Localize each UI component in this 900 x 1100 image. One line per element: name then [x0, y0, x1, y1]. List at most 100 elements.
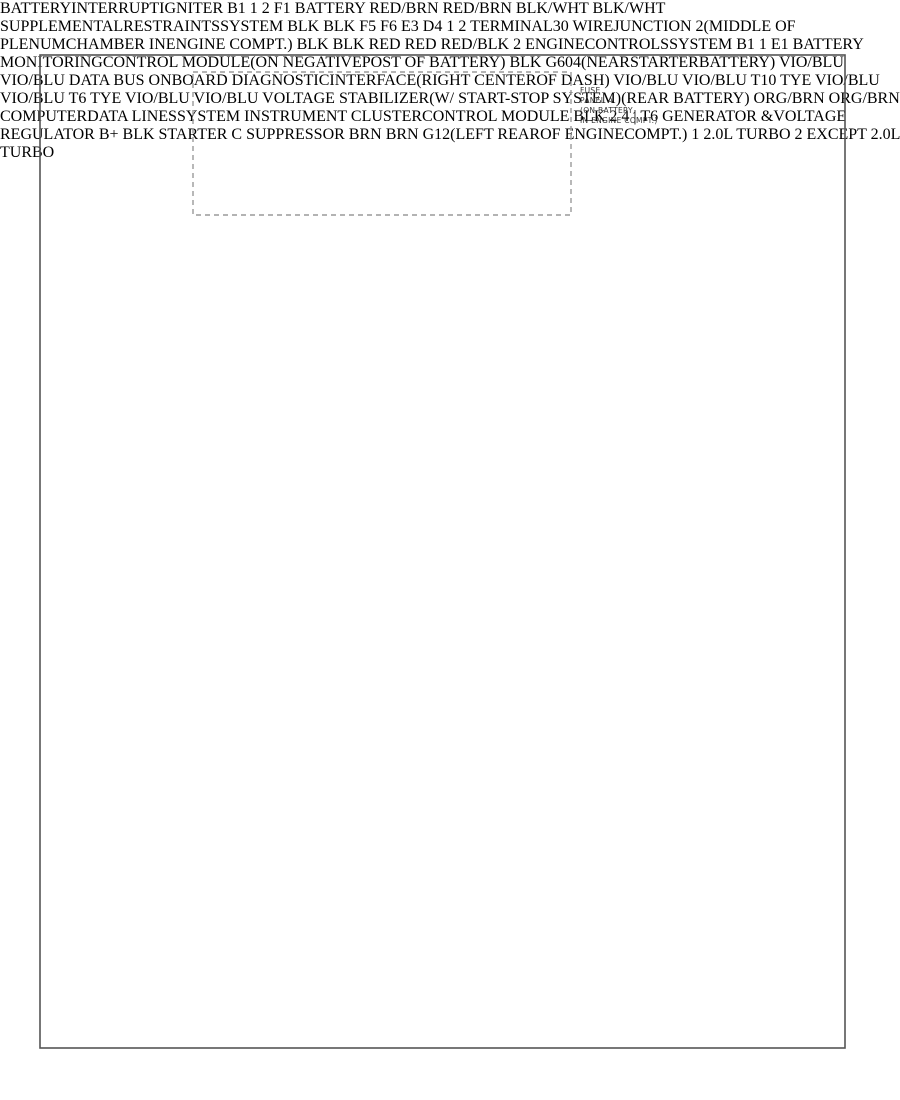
legend-1: 1 2.0L TURBO: [691, 126, 791, 143]
wire-label-blk-ground: BLK: [509, 54, 542, 71]
suppressor-label: SUPPRESSOR: [246, 126, 345, 143]
pin-tye-2: TYE: [90, 90, 122, 107]
wire-org-brn-1: ORG/BRN ORG/BRN COMPUTERDATA LINESSYSTEM…: [0, 90, 900, 161]
connector-2-symbol: 1 2 TERMINAL30 WIREJUNCTION 2(MIDDLE OF …: [0, 18, 900, 161]
wire-label-red-blk: RED/BLK: [440, 36, 510, 53]
battery-interrupt-label: BATTERYINTERRUPTIGNITER: [0, 0, 224, 17]
wire-blk-wht-2: BLK/WHT BLK/WHT SUPPLEMENTALRESTRAINTSSY…: [0, 0, 900, 161]
instrument-cluster-box: ORG/BRN ORG/BRN COMPUTERDATA LINESSYSTEM…: [0, 90, 900, 161]
interrupt-igniter-box: BATTERYINTERRUPTIGNITER B1 1 2 F1 BATTER…: [0, 0, 900, 161]
diagram-frame: [39, 54, 846, 1049]
wire-label-blk-gen: BLK: [573, 108, 606, 125]
wire-label-vio-blu-gen-3: VIO/BLU: [193, 90, 259, 107]
g604-label: G604(NEARSTARTERBATTERY): [545, 54, 776, 71]
data-bus-box: DATA BUS ONBOARD DIAGNOSTICINTERFACE(RIG…: [0, 72, 900, 161]
arrow-data-2: ORG/BRN ORG/BRN COMPUTERDATA LINESSYSTEM…: [0, 90, 900, 161]
wire-label-vio-blu-branch: VIO/BLU: [814, 72, 880, 89]
wire-label-blk-starter: BLK: [122, 126, 155, 143]
pin-b1: B1: [227, 0, 246, 17]
wire-vio-blu-bus: VIO/BLU VIO/BLU T10 TYE VIO/BLU VIO/BLU …: [0, 72, 900, 161]
wire-label-red-bottom: RED: [404, 36, 437, 53]
wire-blk-ground: BLK G604(NEARSTARTERBATTERY) VIO/BLU VIO…: [0, 54, 900, 161]
wire-label-vio-blu-bus-left: VIO/BLU: [613, 72, 679, 89]
wire-label-red-top: RED: [368, 36, 401, 53]
pin-f6: F6: [380, 18, 398, 35]
pin-gen-tye: 4 | T6: [621, 108, 659, 125]
supplemental-restraints-label: SUPPLEMENTALRESTRAINTSSYSTEM: [0, 18, 284, 35]
wire-label-blk-junction: BLK: [296, 36, 329, 53]
wire-blk-starter: BLK BLK RED RED RED/BLK 2 ENGINECONTROLS…: [0, 36, 900, 161]
wire-label-vio-blu-vert: VIO/BLU: [0, 72, 65, 89]
instrument-cluster-label: INSTRUMENT CLUSTERCONTROL MODULE: [244, 108, 570, 125]
wire-label-brn-2: BRN: [385, 126, 419, 143]
wire-label-red-brn: RED/BRN: [369, 0, 439, 17]
restraints-bracket: SUPPLEMENTALRESTRAINTSSYSTEM BLK BLK F5 …: [0, 18, 900, 161]
pin-t-2: 2: [458, 18, 467, 35]
data-bus-label: DATA BUS ONBOARD DIAGNOSTICINTERFACE(RIG…: [68, 72, 610, 89]
pin-t-1: 1: [446, 18, 455, 35]
wire-label-red-brn-2: RED/BRN: [442, 0, 512, 17]
wire-red-brn: RED/BRN RED/BRN BLK/WHT BLK/WHT SUPPLEME…: [0, 0, 900, 161]
wire-label-vio-blu-module: VIO/BLU: [778, 54, 844, 71]
generator-symbol: BLK 2 4 | T6 GENERATOR &VOLTAGE REGULATO…: [0, 108, 900, 161]
wire-label-org-brn-2: ORG/BRN: [828, 90, 900, 107]
pin-2: 2: [261, 0, 270, 17]
battery-pos-wire: BATTERY RED/BRN RED/BRN BLK/WHT BLK/WHT …: [0, 0, 900, 161]
wire-label-blk-wht-1: BLK/WHT: [515, 0, 589, 17]
g12-label: G12(LEFT REAROF ENGINECOMPT.): [422, 126, 688, 143]
pin-f1: F1: [273, 0, 291, 17]
generator-label: GENERATOR &VOLTAGE REGULATOR: [0, 108, 847, 143]
wire-vio-blu-generator: VIO/BLU VIO/BLU T6 TYE VIO/BLU VIO/BLU V…: [0, 72, 900, 161]
wire-label-blk-vertical: BLK: [332, 36, 365, 53]
wire-vio-blu-module: VIO/BLU VIO/BLU DATA BUS ONBOARD DIAGNOS…: [0, 54, 900, 161]
starter-label: STARTER: [158, 126, 228, 143]
pin-t6: T6: [68, 90, 87, 107]
pin-d4: D4: [422, 18, 443, 35]
voltage-stabilizer-box: VOLTAGE STABILIZER(W/ START-STOP SYSTEM)…: [0, 90, 900, 161]
pin-b-plus: B+: [98, 126, 119, 143]
wire-label-brn-1: BRN: [348, 126, 382, 143]
wire-org-brn-2: ORG/BRN ORG/BRN COMPUTERDATA LINESSYSTEM…: [0, 90, 900, 161]
wire-blk-wht-1: BLK/WHT BLK/WHT SUPPLEMENTALRESTRAINTSSY…: [0, 0, 900, 161]
suppressor-symbol: C SUPPRESSOR BRN BRN G12(LEFT REAROF ENG…: [0, 126, 900, 161]
wire-label-vio-blu-gen-1: VIO/BLU: [0, 90, 65, 107]
terminal-junction-box: F5 F6 E3 D4 1 2 TERMINAL30 WIREJUNCTION …: [0, 18, 900, 161]
starter-box: B+ BLK STARTER C SUPPRESSOR BRN BRN G12(…: [0, 126, 900, 161]
pin-engine-2: 2: [513, 36, 522, 53]
wire-label-blk-f1: BLK: [287, 18, 320, 35]
connector-gen-symbol: 2 4 | T6 GENERATOR &VOLTAGE REGULATOR B+…: [0, 108, 900, 161]
arrow-data-1: ORG/BRN ORG/BRN COMPUTERDATA LINESSYSTEM…: [0, 90, 900, 161]
pin-1: 1: [249, 0, 258, 17]
pin-f5: F5: [359, 18, 377, 35]
wire-blk-f1: BLK BLK F5 F6 E3 D4 1 2 TERMINAL30 WIREJ…: [0, 18, 900, 161]
igniter-coil: BATTERYINTERRUPTIGNITER B1 1 2 F1 BATTER…: [0, 0, 900, 161]
suppressor-cap: C: [231, 126, 243, 143]
pin-gen-2: 2: [609, 108, 618, 125]
fuse-panel-box: [192, 71, 572, 216]
wire-label-vio-blu-bus-right: VIO/BLU: [682, 72, 747, 89]
battery-label: BATTERY: [294, 0, 366, 17]
battery-monitoring-module: B1 1 E1 BATTERY MONITORINGCONTROL MODULE…: [0, 36, 900, 161]
pin-e1-module: E1: [770, 36, 789, 53]
wire-label-vio-blu-gen-2: VIO/BLU: [124, 90, 190, 107]
wire-red-suppressor: RED RED RED/BLK 2 ENGINECONTROLSSYSTEM B…: [0, 36, 900, 161]
pin-b1-module: B1: [736, 36, 755, 53]
pin-1-module: 1: [758, 36, 767, 53]
wire-red-blk-engine: RED/BLK 2 ENGINECONTROLSSYSTEM B1 1 E1 B…: [0, 36, 900, 161]
wire-blk-generator: BLK 2 4 | T6 GENERATOR &VOLTAGE REGULATO…: [0, 108, 900, 161]
generator-top: BLK 2 4 | T6 GENERATOR &VOLTAGE REGULATO…: [0, 108, 900, 161]
battery-symbol: BATTERY RED/BRN RED/BRN BLK/WHT BLK/WHT …: [0, 0, 900, 161]
terminal-junction-label: TERMINAL30 WIREJUNCTION 2(MIDDLE OF PLEN…: [0, 18, 796, 53]
pin-t10: T10: [750, 72, 777, 89]
wire-label-blk-top: BLK: [323, 18, 356, 35]
battery-monitoring-label: BATTERY MONITORINGCONTROL MODULE(ON NEGA…: [0, 36, 864, 71]
voltage-stabilizer-label: VOLTAGE STABILIZER(W/ START-STOP SYSTEM)…: [262, 90, 750, 107]
pin-tye: TYE: [780, 72, 812, 89]
wire-label-blk-wht-2: BLK/WHT: [592, 0, 666, 17]
pin-e3: E3: [401, 18, 419, 35]
connector-1-symbol: 1 2 TERMINAL30 WIREJUNCTION 2(MIDDLE OF …: [0, 18, 900, 161]
wire-label-org-brn-1: ORG/BRN: [753, 90, 825, 107]
engine-controls-label: ENGINECONTROLSSYSTEM: [525, 36, 733, 53]
